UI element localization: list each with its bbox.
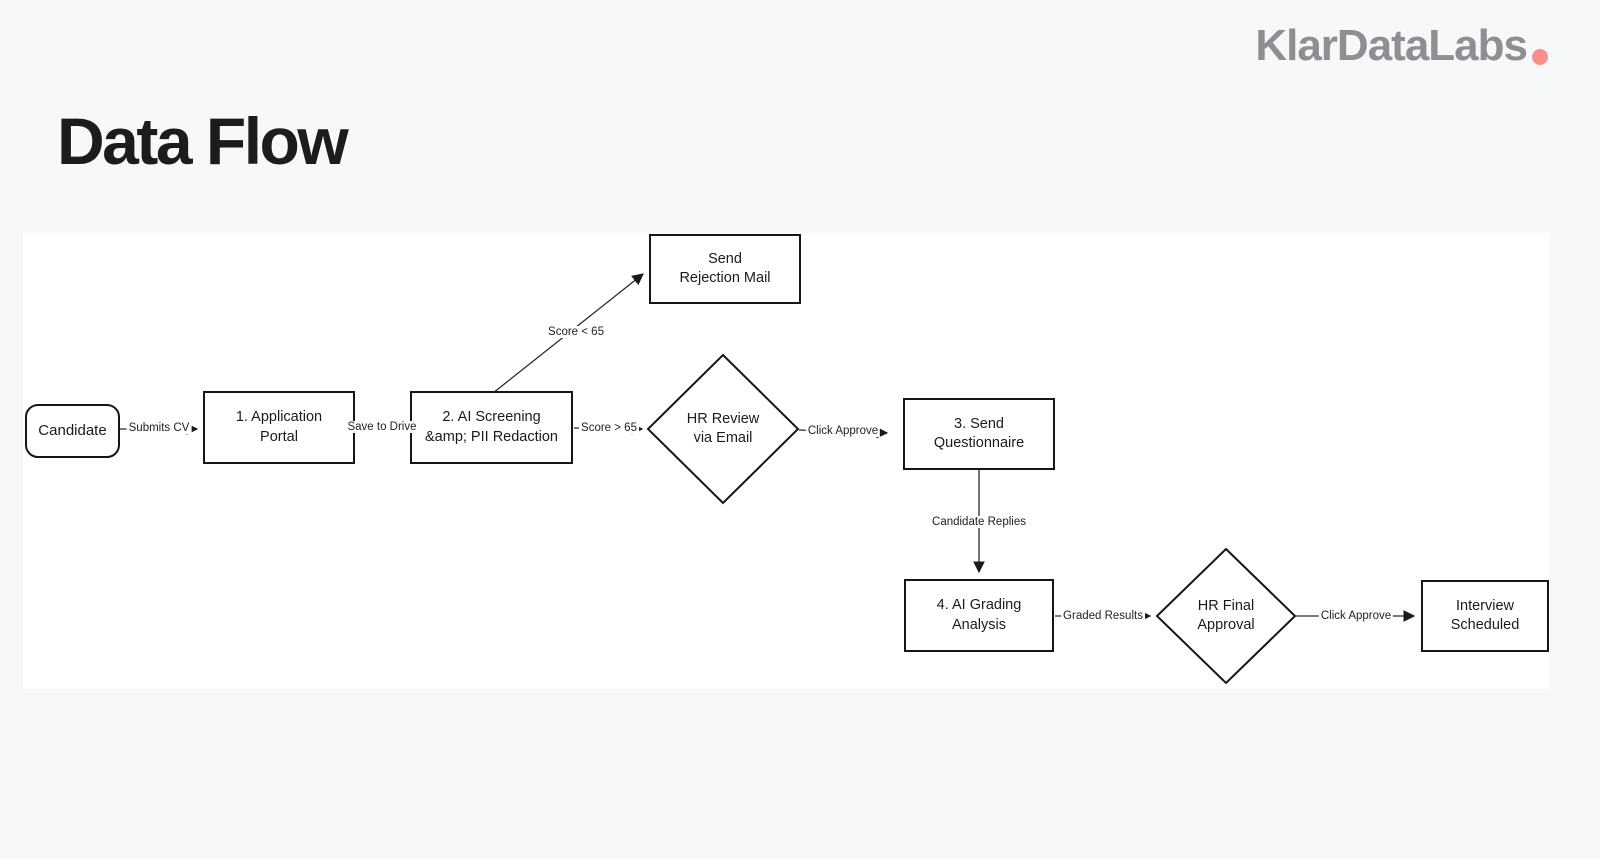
node-ai-grading: 4. AI Grading Analysis — [904, 579, 1054, 652]
node-send-questionnaire-line2: Questionnaire — [933, 435, 1025, 451]
edge-label-score-gt-65: Score > 65 — [579, 422, 639, 434]
diagram-canvas: Candidate 1. Application Portal 2. AI Sc… — [23, 233, 1550, 689]
node-ai-screening-line1: 2. AI Screening — [442, 409, 541, 426]
node-send-rejection-line1: Send — [708, 250, 742, 267]
node-interview-line2: Scheduled — [1450, 617, 1520, 633]
edge-label-click-approve-1: Click Approve — [805, 425, 881, 437]
node-send-rejection-mail: Send Rejection Mail — [649, 234, 801, 304]
flowchart-edges — [120, 273, 1416, 685]
brand-dot-icon — [1532, 49, 1548, 65]
node-send-questionnaire: 3. Send Questionnaire — [903, 398, 1055, 470]
page-title: Data Flow — [57, 104, 349, 179]
node-application-portal-line2: Portal — [260, 428, 298, 445]
edge-label-graded-results: Graded Results — [1061, 610, 1145, 622]
edge-label-score-lt-65: Score < 65 — [546, 326, 606, 338]
node-interview-line1: Interview — [1455, 597, 1515, 614]
node-hr-review-shape — [646, 353, 800, 505]
edge-label-submits-cv: Submits CV — [126, 422, 192, 434]
node-ai-screening-line2: &amp; PII Redaction — [425, 428, 558, 445]
node-hr-review-line1: HR Review — [686, 410, 760, 427]
node-application-portal: 1. Application Portal — [203, 391, 355, 464]
brand-logo: KlarDataLabs — [1255, 24, 1548, 68]
node-hr-final-label: HR Final Approval — [1197, 597, 1254, 635]
brand-name: KlarDataLabs — [1255, 21, 1528, 70]
node-ai-grading-line1: 4. AI Grading — [936, 597, 1022, 614]
node-hr-final-shape — [1155, 547, 1297, 685]
node-interview-scheduled: Interview Scheduled — [1421, 580, 1549, 652]
node-hr-review-label: HR Review via Email — [687, 410, 760, 448]
node-hr-final-line1: HR Final — [1197, 597, 1255, 614]
node-hr-final-line2: Approval — [1197, 617, 1255, 633]
node-application-portal-line1: 1. Application — [235, 409, 323, 426]
node-candidate-label: Candidate — [38, 422, 107, 440]
edge-label-candidate-replies: Candidate Replies — [930, 516, 1028, 528]
node-send-rejection-line2: Rejection Mail — [679, 270, 771, 286]
node-ai-grading-line2: Analysis — [952, 616, 1006, 633]
edge-label-save-to-drive: Save to Drive — [345, 421, 419, 433]
node-ai-screening: 2. AI Screening &amp; PII Redaction — [410, 391, 573, 464]
node-candidate: Candidate — [25, 404, 120, 458]
node-hr-review-line2: via Email — [693, 430, 753, 446]
node-send-questionnaire-line1: 3. Send — [954, 415, 1004, 432]
edge-label-click-approve-2: Click Approve — [1318, 610, 1394, 622]
